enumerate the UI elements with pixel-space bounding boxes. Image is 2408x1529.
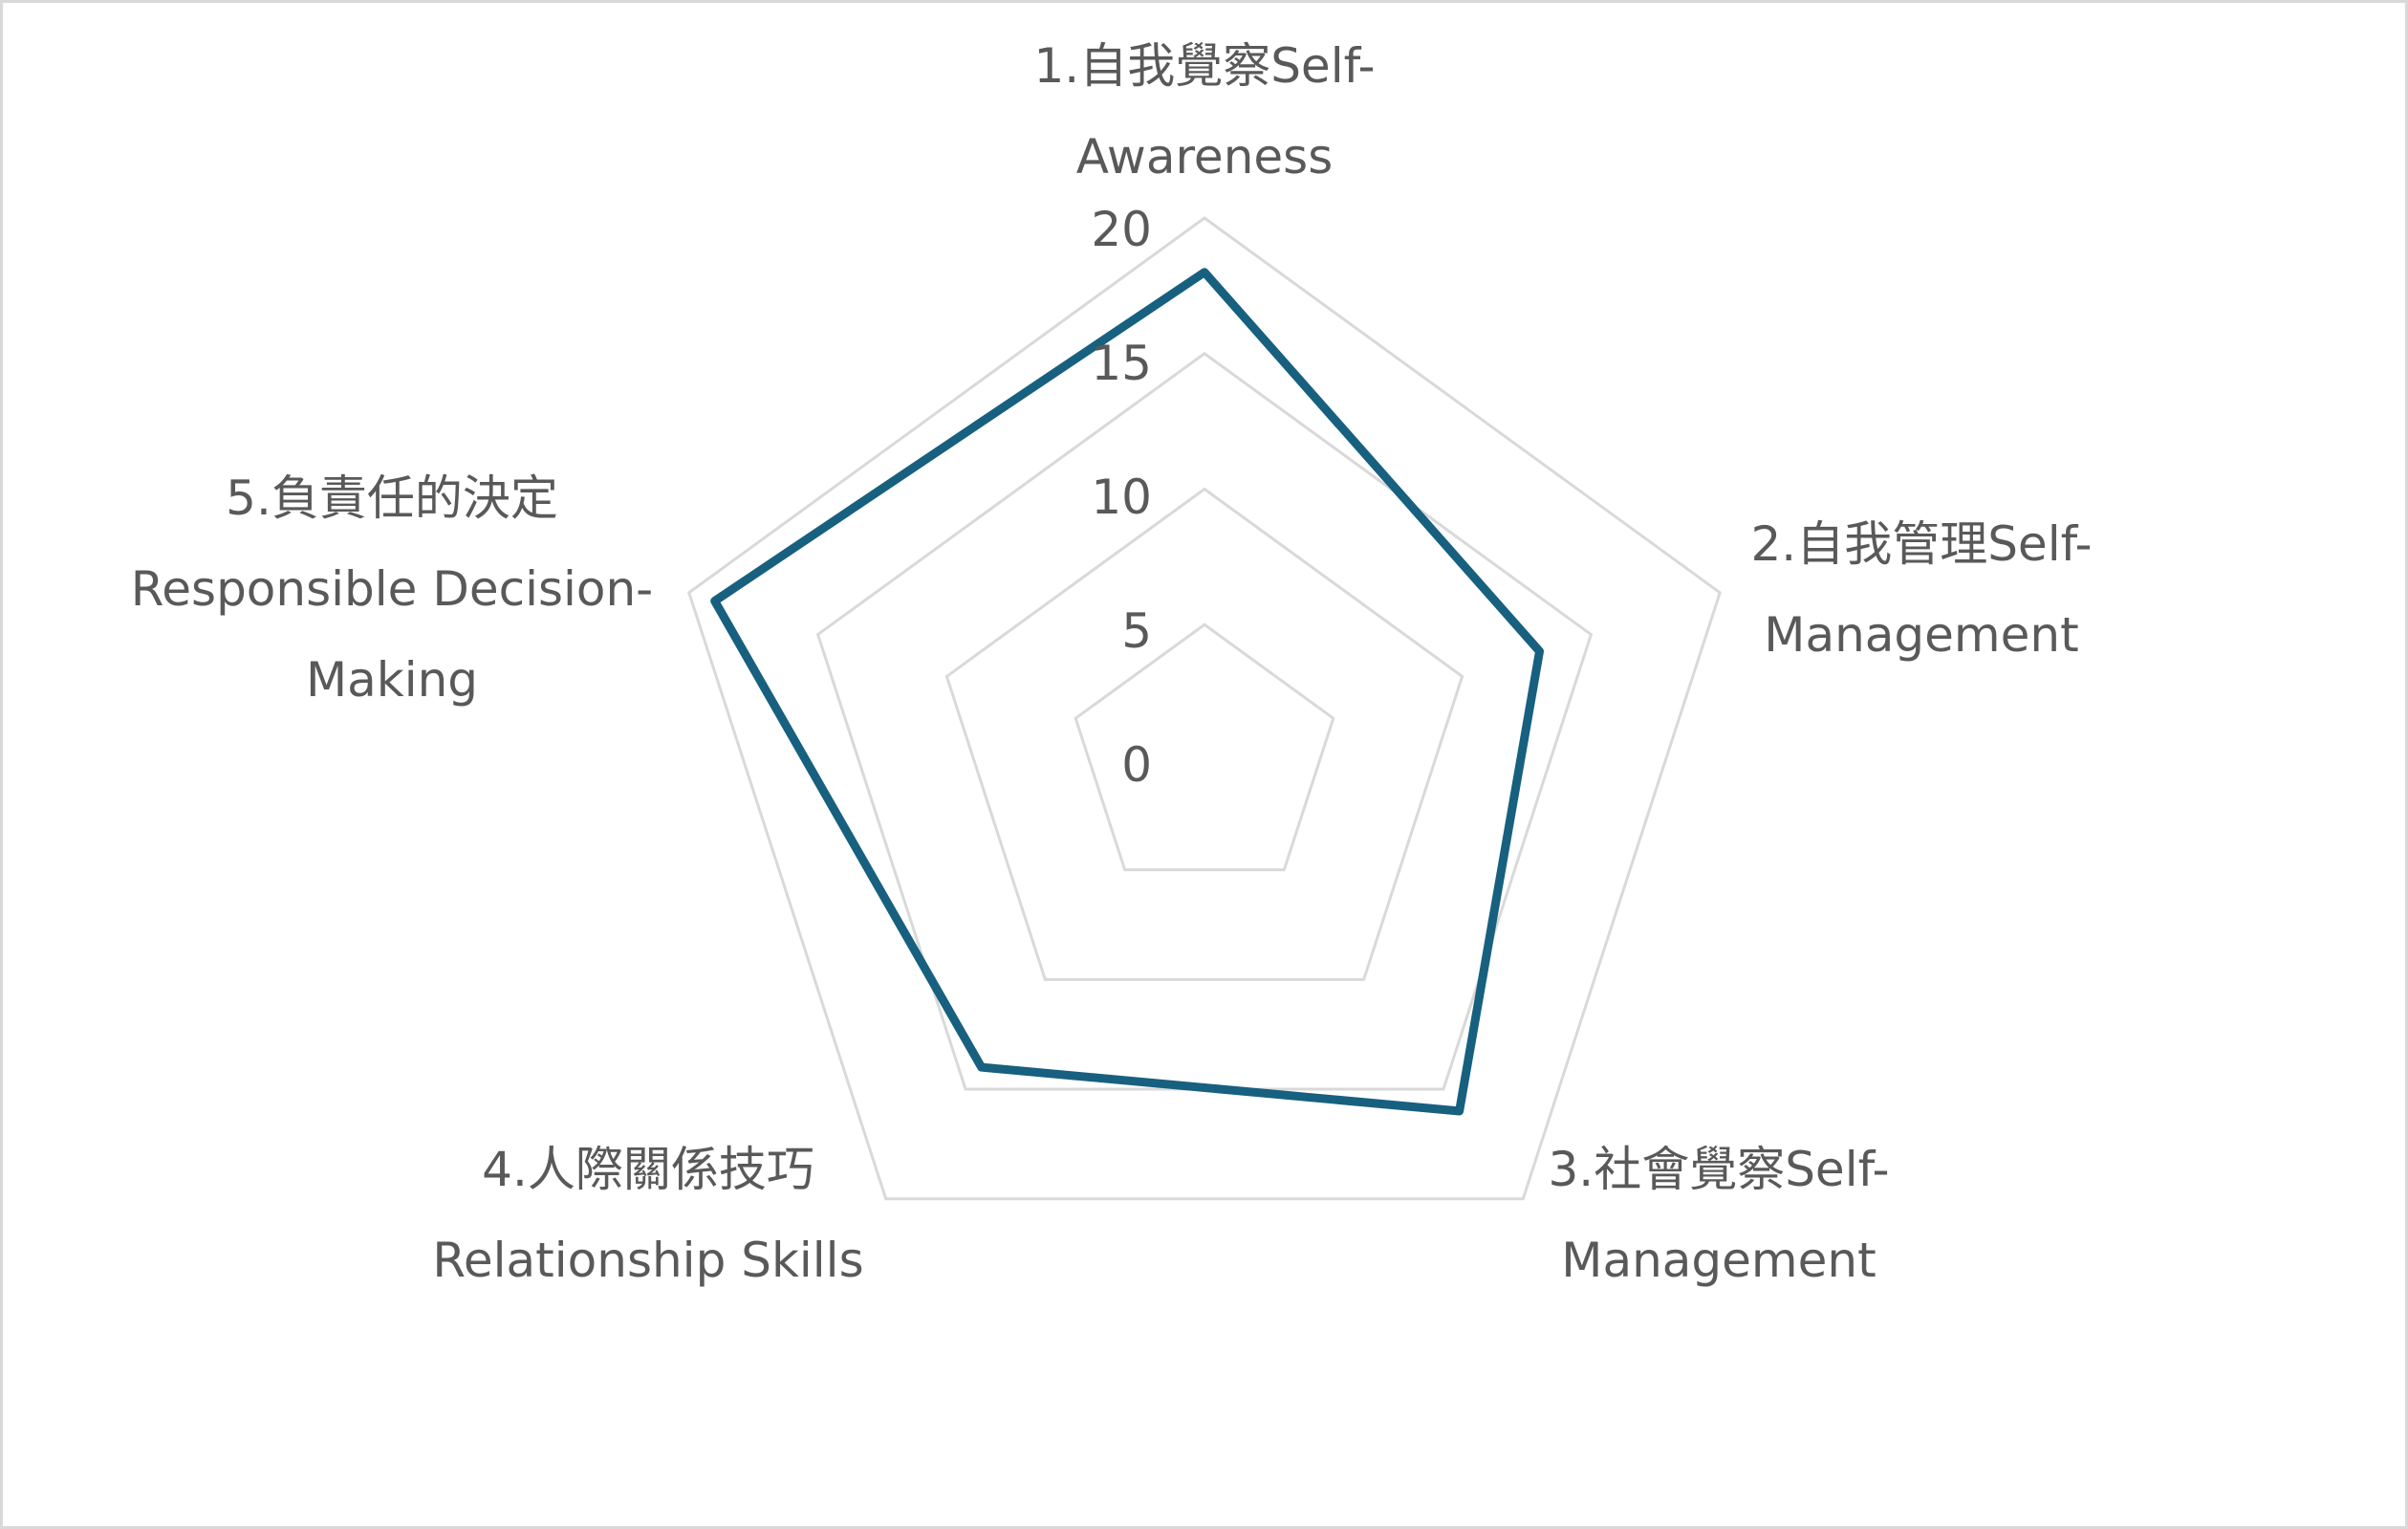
- category-label-responsible-decision-making: 5.負責任的決定 Responsible Decision- Making: [131, 453, 653, 726]
- radar-grid: [686, 216, 1723, 1201]
- tick-label-0: 0: [1121, 737, 1152, 793]
- category-label-line: 2.自我管理Self-: [1750, 516, 2093, 572]
- grid-ring-20: [686, 216, 1723, 1201]
- tick-label-15: 15: [1091, 336, 1152, 391]
- category-label-self-awareness: 1.自我覺察Self- Awareness: [1033, 21, 1375, 203]
- category-label-line: 4.人際關係技巧: [482, 1142, 814, 1197]
- category-label-line: Awareness: [1075, 129, 1334, 185]
- grid-ring-5: [1074, 623, 1335, 872]
- category-label-line: 1.自我覺察Self-: [1033, 38, 1376, 94]
- category-label-line: 3.社會覺察Self-: [1548, 1142, 1890, 1197]
- category-label-line: 5.負責任的決定: [226, 470, 558, 526]
- category-label-relationship-skills: 4.人際關係技巧 Relationship Skills: [432, 1125, 863, 1306]
- series-1-polygon: [710, 268, 1545, 1116]
- tick-label-20: 20: [1091, 202, 1152, 257]
- category-label-line: Relationship Skills: [432, 1233, 864, 1288]
- category-label-self-management: 2.自我管理Self- Management: [1750, 499, 2092, 681]
- category-label-line: Responsible Decision-: [130, 561, 654, 617]
- tick-label-5: 5: [1121, 603, 1152, 659]
- tick-label-10: 10: [1091, 470, 1152, 525]
- category-label-line: Making: [305, 652, 479, 708]
- category-label-line: Management: [1764, 607, 2079, 663]
- category-label-line: Management: [1561, 1233, 1877, 1288]
- category-label-social-awareness: 3.社會覺察Self- Management: [1548, 1125, 1889, 1306]
- grid-ring-10: [944, 487, 1464, 981]
